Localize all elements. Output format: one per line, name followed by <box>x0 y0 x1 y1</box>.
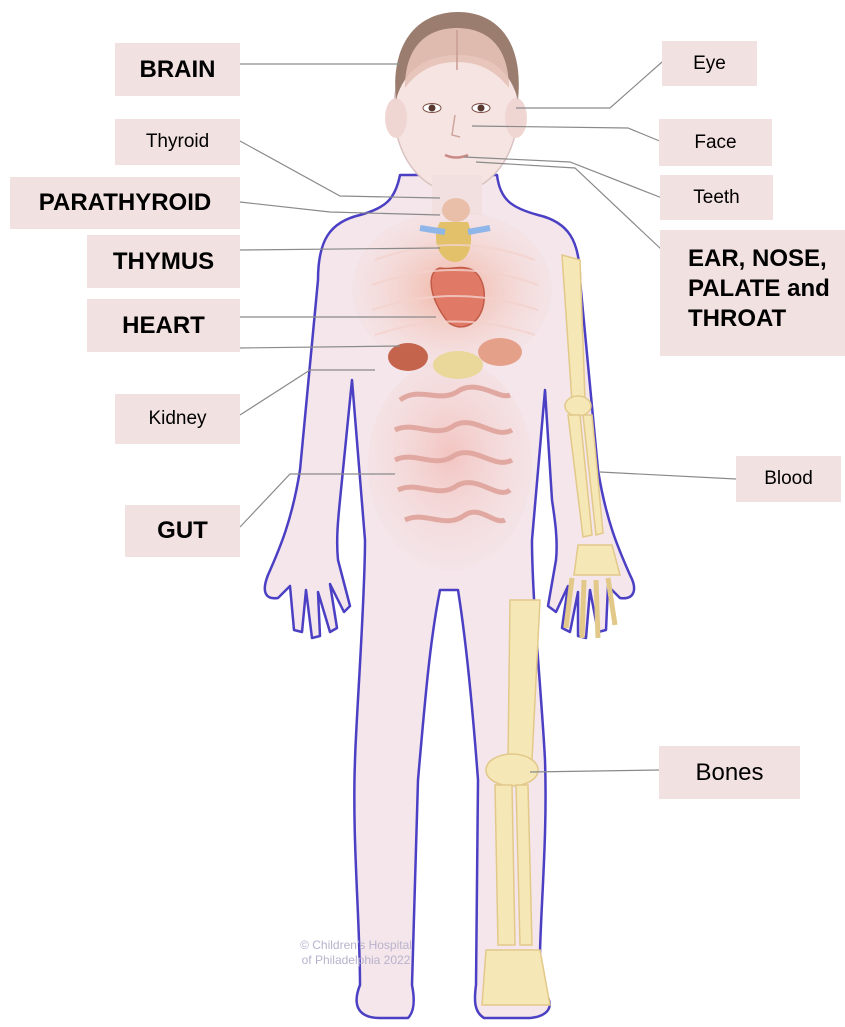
parathyroid-label: PARATHYROID <box>10 177 240 229</box>
gut-label: GUT <box>125 505 240 557</box>
bones-label: Bones <box>659 746 800 799</box>
teeth-label: Teeth <box>660 175 773 220</box>
copyright-watermark: © Children's Hospital of Philadelphia 20… <box>286 938 426 968</box>
ent-line-1: EAR, NOSE, <box>688 244 827 274</box>
heart-label: HEART <box>87 299 240 352</box>
ent-line-2: PALATE and <box>688 274 830 304</box>
eye-label: Eye <box>662 41 757 86</box>
brain-label: BRAIN <box>115 43 240 96</box>
blood-label: Blood <box>736 456 841 502</box>
thyroid-label: Thyroid <box>115 119 240 165</box>
copyright-line-2: of Philadelphia 2022 <box>286 953 426 968</box>
thymus-label: THYMUS <box>87 235 240 288</box>
ear-nose-palate-throat-label: EAR, NOSE, PALATE and THROAT <box>660 230 845 356</box>
ent-line-3: THROAT <box>688 304 786 334</box>
kidney-label: Kidney <box>115 394 240 444</box>
face-label: Face <box>659 119 772 166</box>
copyright-line-1: © Children's Hospital <box>286 938 426 953</box>
